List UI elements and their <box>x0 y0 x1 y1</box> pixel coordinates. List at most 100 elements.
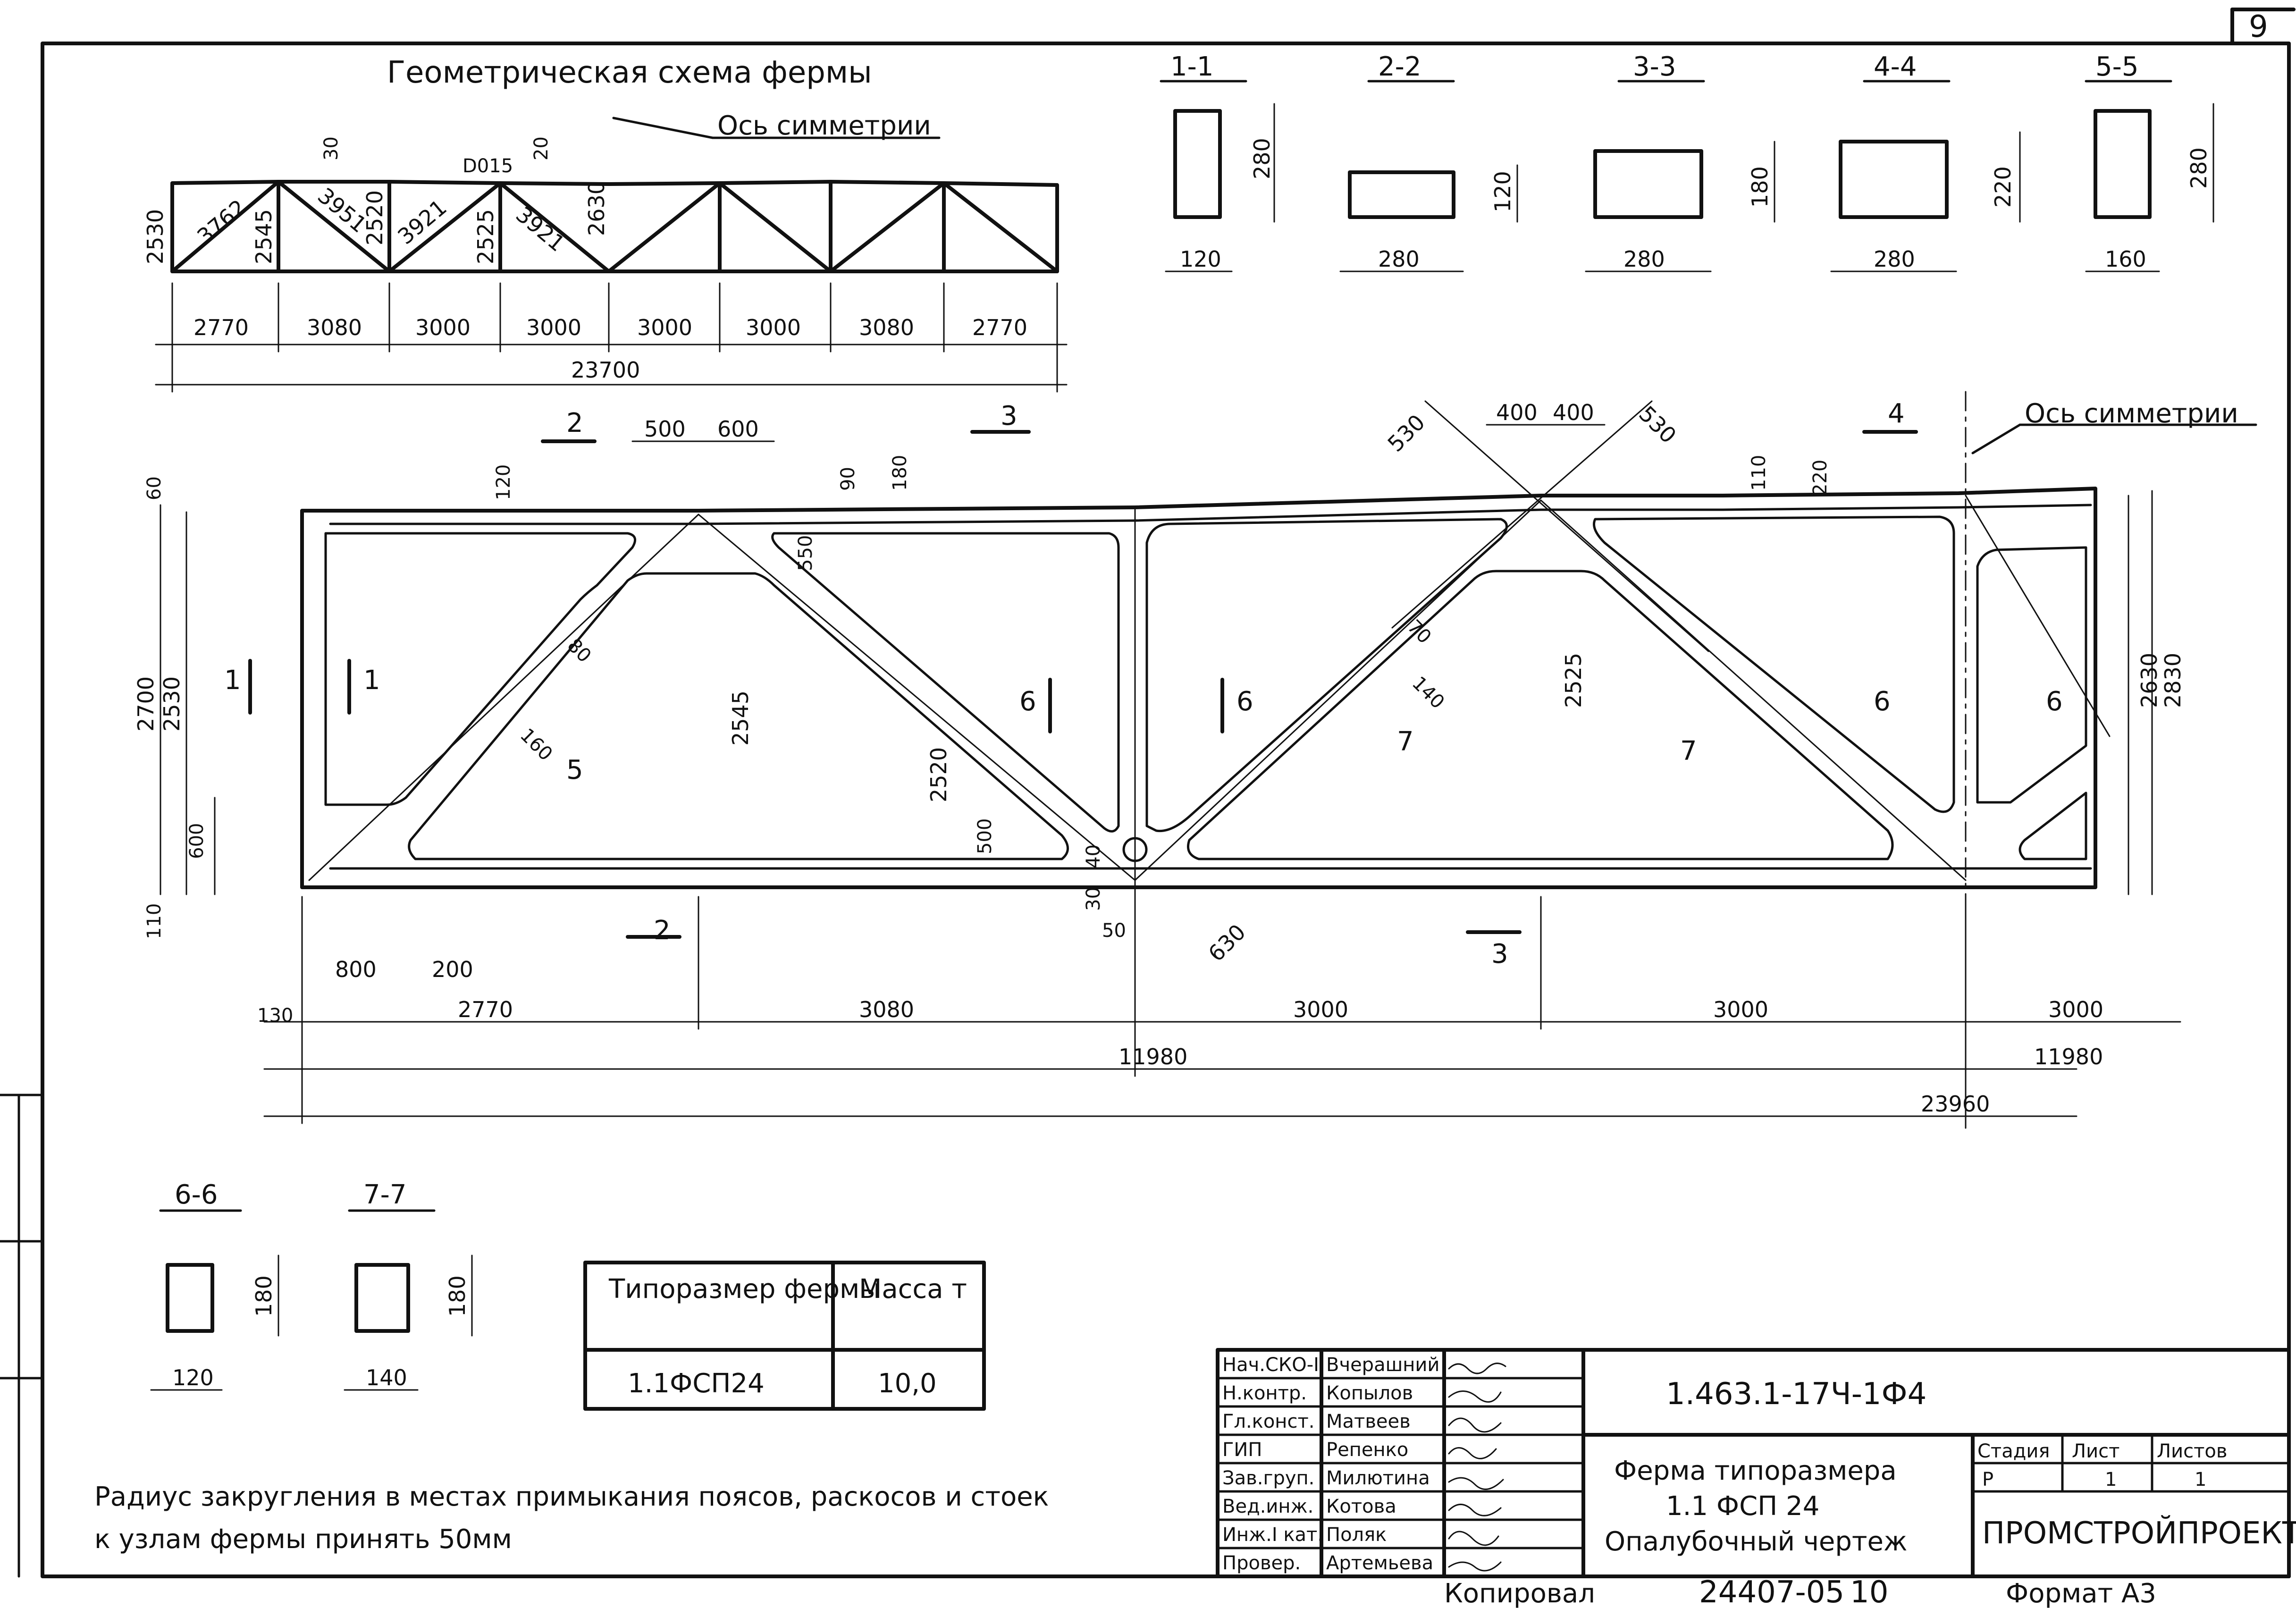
scheme-panel-3: 3000 <box>415 315 471 340</box>
scheme-h-4: 2525 <box>473 209 498 264</box>
scheme-panel-8: 2770 <box>972 315 1027 340</box>
truss-half-left: 11980 <box>1119 1044 1187 1069</box>
svg-text:180: 180 <box>445 1275 470 1317</box>
svg-text:Инж.I кат.: Инж.I кат. <box>1222 1524 1323 1546</box>
svg-text:140: 140 <box>1408 673 1449 714</box>
svg-text:160: 160 <box>2105 246 2146 272</box>
svg-text:Матвеев: Матвеев <box>1326 1411 1411 1432</box>
section-3-3: 3-3 280 180 <box>1585 51 1775 272</box>
svg-text:220: 220 <box>1809 460 1831 496</box>
svg-text:Котова: Котова <box>1326 1496 1396 1517</box>
svg-text:5: 5 <box>566 755 583 785</box>
organization: ПРОМСТРОЙПРОЕКТ <box>1982 1515 2296 1551</box>
svg-text:110: 110 <box>143 903 165 939</box>
svg-text:600: 600 <box>717 416 759 442</box>
svg-text:110: 110 <box>1748 455 1770 491</box>
svg-text:6-6: 6-6 <box>175 1179 218 1210</box>
truss-dim-3000b: 3000 <box>1713 997 1768 1022</box>
mass-table: Типоразмер фермы Масса т 1.1ФСП24 10,0 <box>583 1261 986 1411</box>
truss-h-2545: 2545 <box>728 690 753 746</box>
scheme-title: Геометрическая схема фермы <box>387 55 872 90</box>
svg-text:280: 280 <box>2186 147 2212 189</box>
svg-text:7: 7 <box>1397 726 1414 757</box>
svg-text:3: 3 <box>1491 939 1508 969</box>
truss-h-2525: 2525 <box>1561 653 1586 708</box>
svg-text:160: 160 <box>516 724 557 766</box>
svg-text:1: 1 <box>2195 1469 2206 1490</box>
svg-text:400: 400 <box>1553 400 1594 425</box>
svg-text:400: 400 <box>1496 400 1538 425</box>
svg-text:6: 6 <box>1874 686 1891 717</box>
svg-text:Вчерашний: Вчерашний <box>1326 1354 1439 1376</box>
scheme-panel-5: 3000 <box>637 315 692 340</box>
svg-text:Копылов: Копылов <box>1326 1382 1413 1404</box>
section-5-5: 5-5 160 280 <box>2085 51 2214 272</box>
svg-text:Провер.: Провер. <box>1222 1552 1301 1574</box>
svg-text:180: 180 <box>889 455 911 491</box>
svg-text:60: 60 <box>143 476 165 500</box>
svg-text:120: 120 <box>1490 171 1515 212</box>
svg-text:530: 530 <box>1383 410 1430 457</box>
scheme-panel-4: 3000 <box>526 315 581 340</box>
svg-text:7: 7 <box>1680 736 1697 766</box>
svg-text:200: 200 <box>432 957 473 982</box>
svg-text:80: 80 <box>563 635 596 667</box>
truss-h-2830: 2830 <box>2160 653 2186 708</box>
svg-text:500: 500 <box>644 416 686 442</box>
svg-text:600: 600 <box>186 823 208 859</box>
scheme-diag-4: 3921 <box>511 202 570 257</box>
svg-text:30: 30 <box>1083 887 1104 911</box>
general-note: Радиус закругления в местах примыкания п… <box>94 1482 1049 1555</box>
section-1-1: 1-1 120 280 <box>1160 51 1275 272</box>
svg-text:1-1: 1-1 <box>1170 51 1213 82</box>
svg-text:280: 280 <box>1874 246 1915 272</box>
scheme-total: 23700 <box>571 357 640 383</box>
svg-text:220: 220 <box>1990 166 2016 208</box>
note-line-2: к узлам фермы принять 50мм <box>94 1524 512 1555</box>
scheme-panel-7: 3080 <box>859 315 914 340</box>
svg-text:4: 4 <box>1888 398 1905 429</box>
svg-text:Лист: Лист <box>2072 1440 2119 1462</box>
truss-half-right: 11980 <box>2034 1044 2103 1069</box>
scheme-panel-1: 2770 <box>193 315 249 340</box>
scheme-diag-1: 3762 <box>192 194 251 250</box>
scheme-panel-6: 3000 <box>746 315 801 340</box>
svg-text:3: 3 <box>1001 401 1018 431</box>
svg-text:Поляк: Поляк <box>1326 1524 1387 1546</box>
sheet-number: 9 <box>2249 9 2268 44</box>
svg-text:130: 130 <box>257 1005 293 1027</box>
scheme-panel-2: 3080 <box>307 315 362 340</box>
mass-table-header-type: Типоразмер фермы <box>608 1274 881 1305</box>
mass-table-header-mass: Масса т <box>859 1274 967 1305</box>
svg-text:ГИП: ГИП <box>1222 1439 1262 1461</box>
truss-total: 23960 <box>1921 1091 1990 1117</box>
svg-text:180: 180 <box>251 1275 277 1317</box>
section-4-4: 4-4 280 220 <box>1830 51 2021 272</box>
svg-text:Вед.инж.: Вед.инж. <box>1222 1496 1313 1517</box>
svg-text:Р: Р <box>1982 1469 1993 1490</box>
geometric-scheme: Геометрическая схема фермы Ось симметрии… <box>143 55 1068 393</box>
svg-text:140: 140 <box>366 1365 407 1390</box>
svg-text:6: 6 <box>2046 686 2063 717</box>
svg-text:Зав.груп.: Зав.груп. <box>1222 1467 1314 1489</box>
signatures <box>1448 1363 1506 1572</box>
footer-format: Формат А3 <box>2006 1578 2156 1608</box>
svg-text:Н.контр.: Н.контр. <box>1222 1382 1307 1404</box>
svg-text:180: 180 <box>1747 166 1773 208</box>
truss-dim-3080: 3080 <box>859 997 914 1022</box>
svg-text:40: 40 <box>1083 844 1104 868</box>
sheet-frame: 9 <box>0 8 2296 1578</box>
title-block: Нач.СКО-I Н.контр. Гл.конст. ГИП Зав.гру… <box>1216 1348 2296 1578</box>
cut-markers: 1 1 2 2 3 3 4 5 6 6 6 6 7 7 <box>224 398 2063 969</box>
doc-code: 1.463.1-17Ч-1Ф4 <box>1666 1377 1926 1412</box>
svg-text:Репенко: Репенко <box>1326 1439 1408 1461</box>
svg-text:2: 2 <box>566 408 583 438</box>
truss-dim-3000c: 3000 <box>2048 997 2103 1022</box>
section-6-6: 6-6 120 180 <box>150 1179 279 1391</box>
svg-text:50: 50 <box>1102 920 1126 942</box>
svg-text:6: 6 <box>1019 686 1036 717</box>
section-7-7: 7-7 140 180 <box>344 1179 473 1391</box>
footer: Копировал 24407-05 10 Формат А3 <box>1444 1575 2156 1608</box>
svg-text:Листов: Листов <box>2157 1440 2227 1462</box>
footer-order-suffix: 10 <box>1850 1575 1888 1608</box>
